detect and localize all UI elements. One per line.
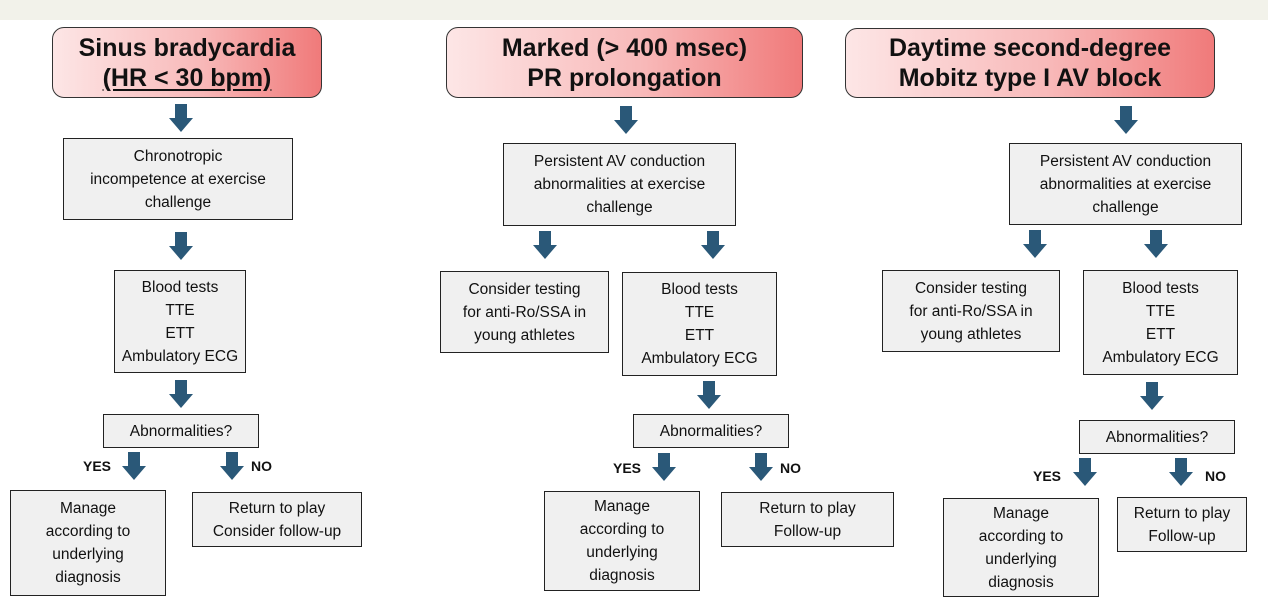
arrow-down-icon xyxy=(122,452,146,480)
panel1-manage-box: Manage according to underlying diagnosis xyxy=(10,490,166,596)
arrow-down-icon xyxy=(1114,106,1138,134)
panel3-tests-line4: Ambulatory ECG xyxy=(1102,348,1219,366)
arrow-down-icon xyxy=(701,231,725,259)
panel1-question-text: Abnormalities? xyxy=(129,422,233,440)
panel3-tests-box: Blood tests TTE ETT Ambulatory ECG xyxy=(1083,270,1238,375)
panel3-anti-ro-box: Consider testing for anti-Ro/SSA in youn… xyxy=(882,270,1060,352)
panel2-step1-line3: challenge xyxy=(586,199,653,216)
panel3-manage-line3: underlying xyxy=(985,550,1057,568)
panel1-return-box: Return to play Consider follow-up xyxy=(192,492,362,547)
panel1-step1-line2: incompetence at exercise xyxy=(90,170,266,188)
panel2-tests-line3: ETT xyxy=(684,327,715,344)
panel3-tests-line2: TTE xyxy=(1145,302,1176,320)
arrow-down-icon xyxy=(169,232,193,260)
panel3-side-line3: young athletes xyxy=(920,325,1022,343)
panel1-title-line1: Sinus bradycardia xyxy=(78,33,296,62)
panel3-manage-line4: diagnosis xyxy=(988,573,1054,591)
panel3-side-line1: Consider testing xyxy=(914,279,1027,297)
panel2-step1-line1: Persistent AV conduction xyxy=(533,153,706,170)
panel3-persistent-box: Persistent AV conduction abnormalities a… xyxy=(1009,143,1242,225)
panel3-title: Daytime second-degree Mobitz type I AV b… xyxy=(845,28,1215,98)
panel3-side-line2: for anti-Ro/SSA in xyxy=(909,302,1033,320)
panel2-tests-line2: TTE xyxy=(684,304,715,321)
panel3-tests-line1: Blood tests xyxy=(1122,279,1199,297)
panel2-no-label: NO xyxy=(780,460,801,476)
panel2-tests-line1: Blood tests xyxy=(661,281,738,298)
arrow-down-icon xyxy=(533,231,557,259)
panel2-return-box: Return to play Follow-up xyxy=(721,492,894,547)
panel2-title-line1: Marked (> 400 msec) xyxy=(501,33,748,62)
arrow-down-icon xyxy=(749,453,773,481)
panel2-side-line1: Consider testing xyxy=(468,280,581,298)
panel2-question-box: Abnormalities? xyxy=(633,414,789,448)
arrow-down-icon xyxy=(1169,458,1193,486)
panel1-step1-line1: Chronotropic xyxy=(133,147,223,165)
panel3-step1-line2: abnormalities at exercise xyxy=(1039,175,1212,193)
panel1-manage-line4: diagnosis xyxy=(55,569,121,586)
panel1-title-line2: (HR < 30 bpm) xyxy=(102,63,272,92)
panel2-question-text: Abnormalities? xyxy=(659,422,763,440)
panel2-side-line2: for anti-Ro/SSA in xyxy=(462,303,587,321)
panel1-tests-line2: TTE xyxy=(165,301,195,319)
panel3-manage-line1: Manage xyxy=(992,504,1049,522)
panel1-return-line2: Consider follow-up xyxy=(212,522,342,540)
panel2-side-line3: young athletes xyxy=(474,326,575,344)
arrow-down-icon xyxy=(169,104,193,132)
panel2-persistent-box: Persistent AV conduction abnormalities a… xyxy=(503,143,736,226)
panel3-manage-line2: according to xyxy=(978,527,1064,545)
panel3-title-line1: Daytime second-degree xyxy=(888,34,1172,62)
panel3-return-line1: Return to play xyxy=(1133,504,1231,522)
panel1-title: Sinus bradycardia (HR < 30 bpm) xyxy=(52,27,322,98)
panel3-tests-line3: ETT xyxy=(1145,325,1176,343)
panel2-manage-line3: underlying xyxy=(586,544,658,561)
panel1-chronotropic-box: Chronotropic incompetence at exercise ch… xyxy=(63,138,293,220)
panel2-manage-line1: Manage xyxy=(593,498,650,515)
panel2-anti-ro-box: Consider testing for anti-Ro/SSA in youn… xyxy=(440,271,609,353)
arrow-down-icon xyxy=(169,380,193,408)
top-strip xyxy=(0,0,1268,20)
panel2-title-line2: PR prolongation xyxy=(527,63,722,92)
arrow-down-icon xyxy=(1023,230,1047,258)
arrow-down-icon xyxy=(1073,458,1097,486)
arrow-down-icon xyxy=(220,452,244,480)
panel1-manage-line3: underlying xyxy=(52,546,124,563)
panel1-tests-box: Blood tests TTE ETT Ambulatory ECG xyxy=(114,270,246,373)
panel1-step1-line3: challenge xyxy=(144,193,212,211)
panel3-no-label: NO xyxy=(1205,468,1226,484)
panel2-manage-line4: diagnosis xyxy=(589,567,655,584)
panel2-yes-label: YES xyxy=(613,460,642,476)
panel3-yes-label: YES xyxy=(1033,468,1062,484)
panel2-tests-line4: Ambulatory ECG xyxy=(641,350,758,367)
panel3-step1-line3: challenge xyxy=(1092,198,1159,216)
panel2-return-line1: Return to play xyxy=(759,499,856,517)
panel1-tests-line4: Ambulatory ECG xyxy=(121,347,239,365)
panel3-title-line2: Mobitz type I AV block xyxy=(898,64,1162,92)
panel3-question-box: Abnormalities? xyxy=(1079,420,1235,454)
arrow-down-icon xyxy=(1140,382,1164,410)
panel2-manage-line2: according to xyxy=(579,521,665,538)
arrow-down-icon xyxy=(614,106,638,134)
arrow-down-icon xyxy=(652,453,676,481)
panel3-question-text: Abnormalities? xyxy=(1105,428,1209,446)
panel3-manage-box: Manage according to underlying diagnosis xyxy=(943,498,1099,597)
panel3-step1-line1: Persistent AV conduction xyxy=(1039,152,1212,170)
arrow-down-icon xyxy=(1144,230,1168,258)
panel3-return-box: Return to play Follow-up xyxy=(1117,497,1247,552)
panel1-manage-line2: according to xyxy=(45,523,131,540)
panel2-title: Marked (> 400 msec) PR prolongation xyxy=(446,27,803,98)
panel1-yes-label: YES xyxy=(83,458,112,474)
panel2-step1-line2: abnormalities at exercise xyxy=(533,176,706,193)
panel1-tests-line3: ETT xyxy=(165,324,195,342)
panel1-tests-line1: Blood tests xyxy=(141,278,219,296)
panel1-return-line1: Return to play xyxy=(228,499,326,517)
arrow-down-icon xyxy=(697,381,721,409)
panel2-tests-box: Blood tests TTE ETT Ambulatory ECG xyxy=(622,272,777,376)
panel2-manage-box: Manage according to underlying diagnosis xyxy=(544,491,700,591)
panel3-return-line2: Follow-up xyxy=(1148,527,1216,545)
panel2-return-line2: Follow-up xyxy=(773,522,842,540)
panel1-manage-line1: Manage xyxy=(59,500,116,517)
panel1-question-box: Abnormalities? xyxy=(103,414,259,448)
panel1-no-label: NO xyxy=(251,458,272,474)
